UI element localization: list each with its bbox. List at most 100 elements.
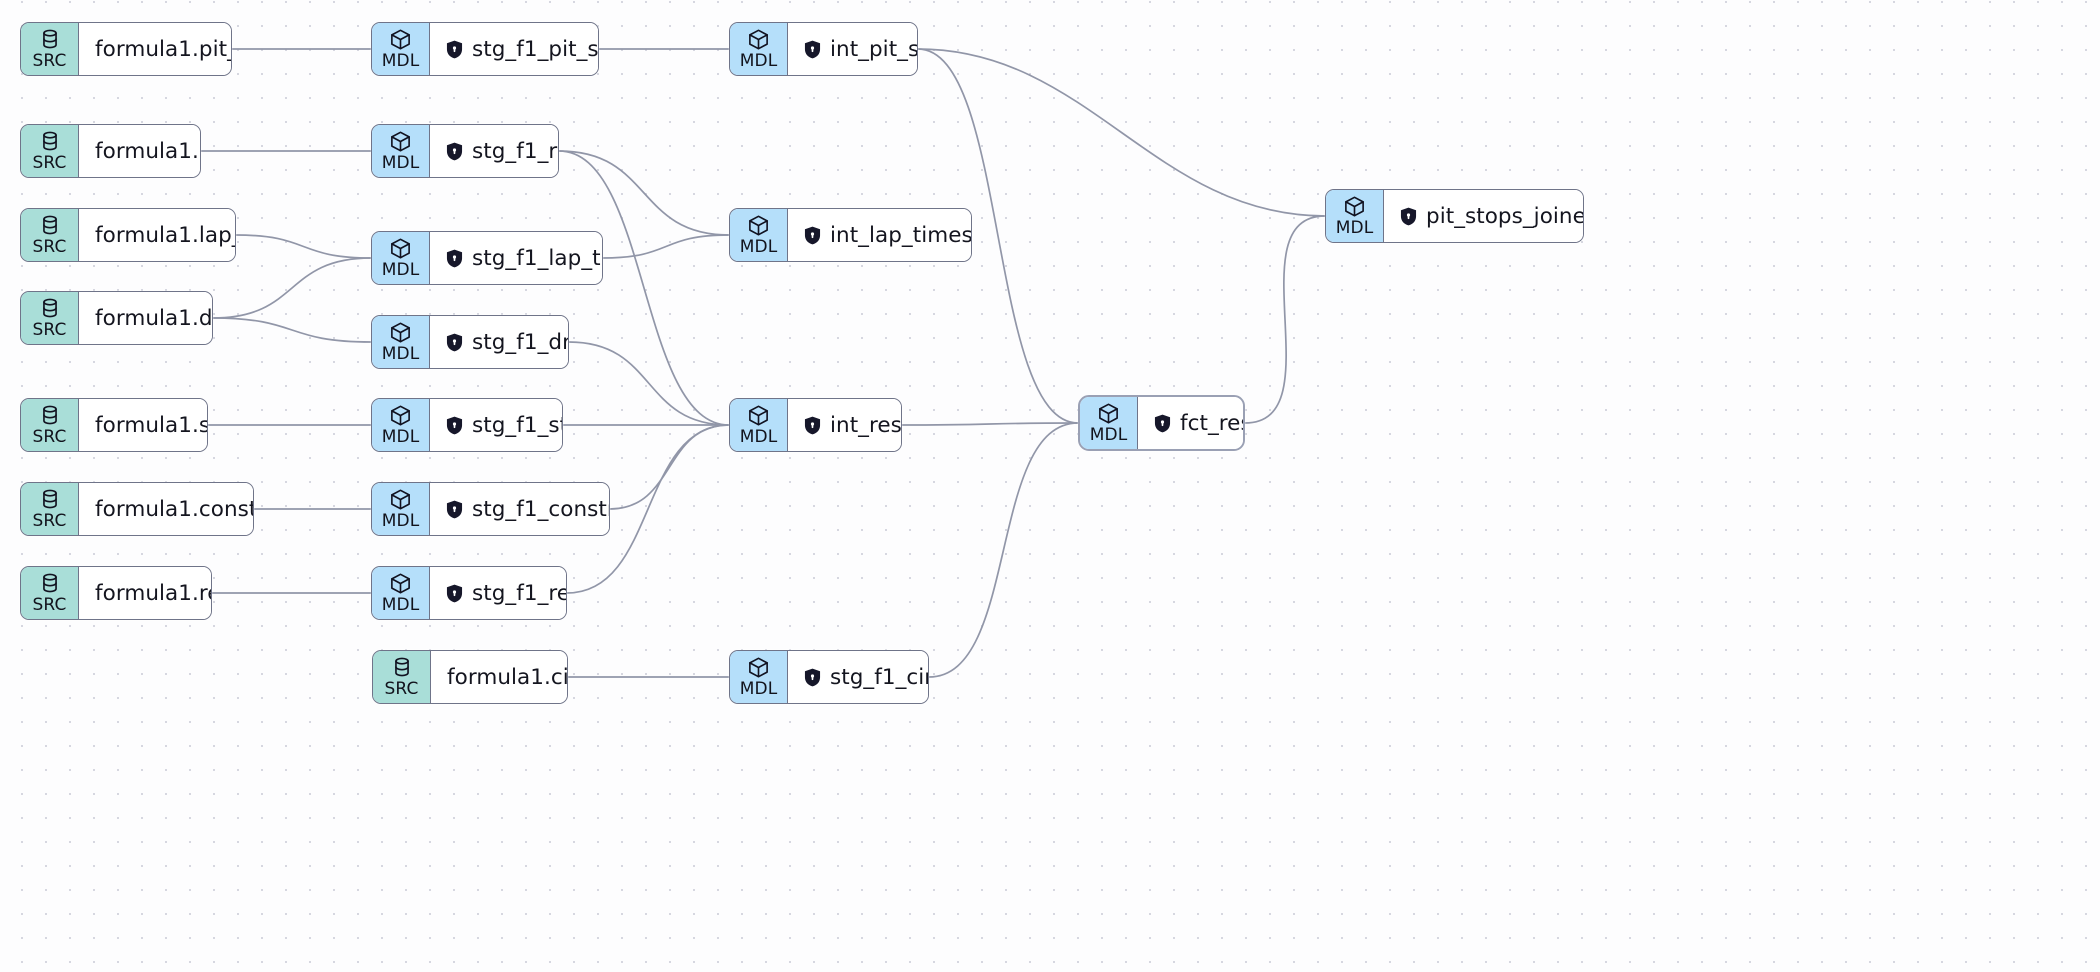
shield-icon [804, 668, 821, 687]
node-type-badge: MDL [1326, 190, 1384, 242]
node-src_status[interactable]: SRC formula1.status [20, 398, 208, 452]
node-label: stg_f1_results [472, 580, 566, 606]
node-body: stg_f1_status [430, 399, 562, 451]
node-type-label: MDL [739, 427, 778, 447]
node-label: formula1.drivers [95, 305, 213, 331]
shield-icon [446, 142, 463, 161]
edge-src_drivers-to-stg_drivers [212, 317, 372, 343]
node-body: stg_f1_drivers [430, 316, 568, 368]
edge-stg_drivers-to-int_results [568, 341, 730, 426]
cube-icon [389, 237, 412, 261]
node-src_constructors[interactable]: SRC formula1.constructors [20, 482, 254, 536]
node-type-label: SRC [32, 595, 67, 615]
cube-icon [1097, 402, 1120, 426]
node-label: stg_f1_constructors [472, 496, 609, 522]
node-label: formula1.circuits [447, 664, 567, 690]
node-src_races[interactable]: SRC formula1.races [20, 124, 201, 178]
node-type-badge: MDL [372, 316, 430, 368]
node-body: fct_results [1138, 397, 1243, 449]
cube-icon [389, 488, 412, 512]
node-body: stg_f1_results [430, 567, 566, 619]
node-label: formula1.results [95, 580, 211, 606]
edge-stg_races-to-int_lap_times_years [558, 150, 730, 236]
node-int_pit_stops[interactable]: MDL int_pit_stops [729, 22, 918, 76]
node-type-label: SRC [32, 511, 67, 531]
shield-icon [446, 416, 463, 435]
node-label: formula1.races [95, 138, 200, 164]
node-type-label: MDL [381, 153, 420, 173]
node-type-badge: SRC [21, 125, 79, 177]
node-body: formula1.lap_times [79, 209, 235, 261]
cube-icon [747, 656, 770, 680]
node-type-label: SRC [32, 51, 67, 71]
node-src_results[interactable]: SRC formula1.results [20, 566, 212, 620]
node-body: stg_f1_constructors [430, 483, 609, 535]
node-type-badge: MDL [1080, 397, 1138, 449]
node-type-label: SRC [384, 679, 419, 699]
node-body: int_results [788, 399, 901, 451]
shield-icon [804, 226, 821, 245]
node-label: stg_f1_status [472, 412, 562, 438]
node-body: formula1.circuits [431, 651, 567, 703]
node-label: pit_stops_joined [1426, 203, 1584, 229]
node-body: formula1.constructors [79, 483, 253, 535]
edge-stg_races-to-int_results [558, 150, 730, 426]
node-stg_constructors[interactable]: MDL stg_f1_constructors [371, 482, 610, 536]
node-type-badge: SRC [21, 483, 79, 535]
database-icon [39, 404, 61, 428]
node-type-badge: MDL [372, 232, 430, 284]
node-label: int_pit_stops [830, 36, 918, 62]
node-type-label: MDL [739, 51, 778, 71]
node-label: formula1.lap_times [95, 222, 235, 248]
node-type-label: MDL [381, 51, 420, 71]
shield-icon [446, 249, 463, 268]
node-pit_stops_joined[interactable]: MDL pit_stops_joined [1325, 189, 1584, 243]
node-stg_races[interactable]: MDL stg_f1_races [371, 124, 559, 178]
shield-icon [446, 40, 463, 59]
node-src_circuits[interactable]: SRC formula1.circuits [372, 650, 568, 704]
edge-int_pit_stops-to-pit_stops_joined [917, 48, 1326, 217]
node-body: formula1.results [79, 567, 211, 619]
node-body: stg_f1_pit_stops [430, 23, 598, 75]
node-body: formula1.pit_stops [79, 23, 231, 75]
node-int_results[interactable]: MDL int_results [729, 398, 902, 452]
edge-stg_lap_times-to-int_lap_times_years [602, 234, 730, 259]
cube-icon [389, 130, 412, 154]
node-type-badge: SRC [21, 567, 79, 619]
node-type-label: SRC [32, 427, 67, 447]
node-type-badge: MDL [730, 399, 788, 451]
node-stg_pit_stops[interactable]: MDL stg_f1_pit_stops [371, 22, 599, 76]
database-icon [39, 297, 61, 321]
edge-stg_circuits-to-fct_results [928, 422, 1079, 678]
node-src_drivers[interactable]: SRC formula1.drivers [20, 291, 213, 345]
node-type-label: MDL [381, 511, 420, 531]
database-icon [39, 488, 61, 512]
node-body: stg_f1_lap_times [430, 232, 602, 284]
shield-icon [1400, 207, 1417, 226]
edge-fct_results-to-pit_stops_joined [1244, 215, 1326, 424]
shield-icon [804, 40, 821, 59]
node-type-badge: MDL [372, 483, 430, 535]
node-body: pit_stops_joined [1384, 190, 1584, 242]
node-body: formula1.status [79, 399, 207, 451]
node-type-badge: MDL [372, 23, 430, 75]
node-type-badge: SRC [21, 399, 79, 451]
node-body: stg_f1_circuits [788, 651, 928, 703]
cube-icon [389, 321, 412, 345]
cube-icon [747, 404, 770, 428]
node-body: stg_f1_races [430, 125, 558, 177]
node-src_pit_stops[interactable]: SRC formula1.pit_stops [20, 22, 232, 76]
node-type-badge: SRC [21, 23, 79, 75]
node-type-badge: SRC [21, 292, 79, 344]
node-label: stg_f1_races [472, 138, 558, 164]
